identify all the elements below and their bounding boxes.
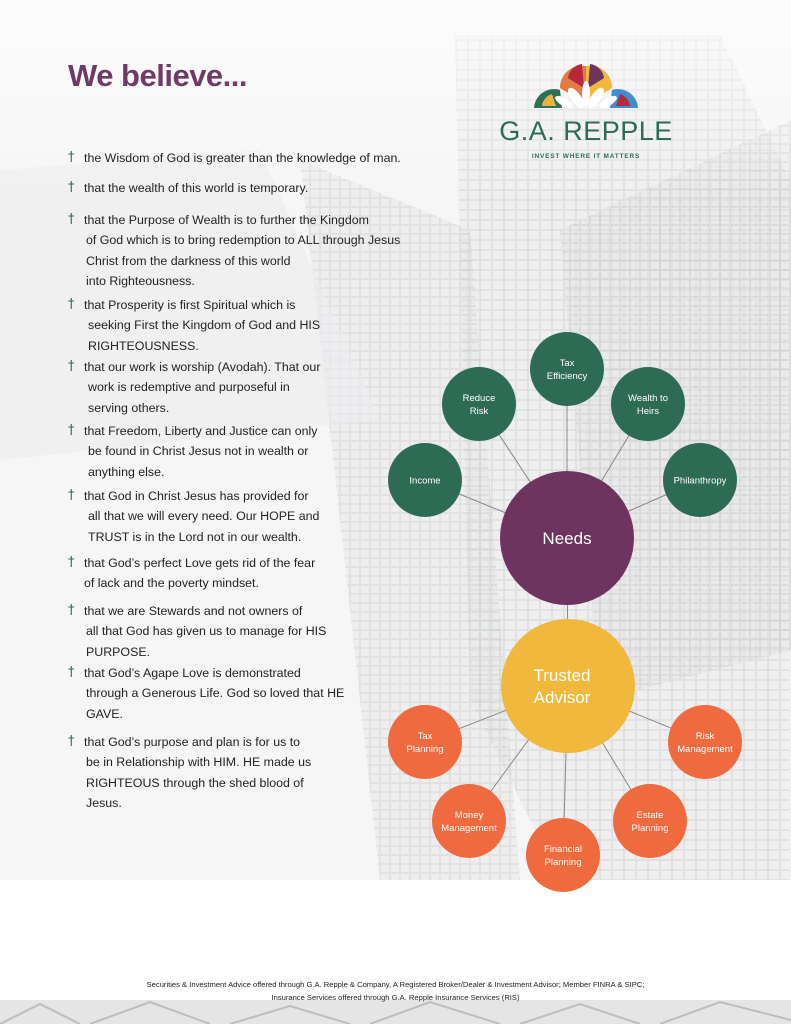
belief-text-line: be found in Christ Jesus not in wealth o… [88,444,309,459]
advisor-node-label: Management [677,744,733,755]
belief-text-line: the Wisdom of God is greater than the kn… [84,151,401,165]
advisor-hub-label: Trusted [533,666,590,685]
needs-node-label: Efficiency [547,371,588,382]
advisor-hub-label: Advisor [534,688,591,707]
dagger-bullet-icon: † [68,359,75,374]
belief-text-line: seeking First the Kingdom of God and HIS [88,318,321,333]
belief-item: † that Prosperity is first Spiritual whic… [68,295,428,356]
needs-node-label: Risk [470,406,489,417]
advisor-node-circle [613,784,687,858]
needs-node-label: Philanthropy [674,475,727,486]
disclaimer-line: Insurance Services offered through G.A. … [271,993,520,1002]
advisor-node-label: Money [455,810,484,821]
logo-tagline: INVEST WHERE IT MATTERS [531,153,641,160]
belief-item: † that God in Christ Jesus has provided f… [68,486,428,547]
advisor-node-circle [526,818,600,892]
needs-node-circle [388,443,462,517]
needs-hub-label: Needs [542,529,591,548]
dagger-bullet-icon: † [68,555,75,570]
advisor-node-label: Planning [632,823,669,834]
belief-text-line: that Prosperity is first Spiritual which… [84,298,296,312]
belief-text-line: RIGHTEOUS through the shed blood of [86,775,304,790]
belief-item: † that Freedom, Liberty and Justice can o… [68,421,428,482]
belief-text-line: that our work is worship (Avodah). That … [84,360,321,374]
belief-text-line: anything else. [88,464,165,479]
advisor-node-circle [432,784,506,858]
company-logo: G.A. REPPLE INVEST WHERE IT MATTERS [470,52,702,170]
needs-node-label: Heirs [637,406,659,417]
belief-text-line: be in Relationship with HIM. HE made us [86,755,312,770]
beliefs-list: † the Wisdom of God is greater than the k… [0,0,440,830]
advisor-node-label: Tax [418,731,433,742]
advisor-node-label: Planning [407,744,444,755]
belief-item: † that God’s perfect Love gets rid of the… [68,553,428,594]
needs-node-label: Income [409,475,440,486]
belief-text-line: GAVE. [86,706,123,721]
belief-text-line: RIGHTEOUSNESS. [88,338,199,353]
advisor-node-circle [388,705,462,779]
belief-text-line: all that we will every need. Our HOPE an… [88,509,320,524]
dagger-bullet-icon: † [68,665,75,680]
needs-node-circle [442,367,516,441]
dagger-bullet-icon: † [68,150,75,165]
belief-text-line: of lack and the poverty mindset. [84,576,259,591]
belief-item: † the Wisdom of God is greater than the k… [68,148,428,168]
belief-item: † that our work is worship (Avodah). That… [68,357,428,418]
belief-item: † that we are Stewards and not owners of a… [68,601,428,662]
belief-text-line: that the wealth of this world is tempora… [84,181,309,195]
advisor-node-label: Management [441,823,497,834]
needs-node-label: Tax [560,358,575,369]
belief-text-line: work is redemptive and purposeful in [88,380,290,395]
belief-item: † that God’s Agape Love is demonstrated th… [68,663,428,724]
advisor-node-label: Estate [637,810,664,821]
needs-node-circle [611,367,685,441]
belief-text-line: that God’s purpose and plan is for us to [84,735,301,749]
dagger-bullet-icon: † [68,734,75,749]
needs-node-label: Reduce [463,393,496,404]
advisor-node-label: Planning [545,857,582,868]
needs-node-circle [530,332,604,406]
needs-node-label: Wealth to [628,393,668,404]
belief-text-line: that God in Christ Jesus has provided fo… [84,489,309,503]
advisor-node-circle [668,705,742,779]
belief-text-line: of God which is to bring redemption to A… [86,233,401,248]
dagger-bullet-icon: † [68,180,75,195]
advisor-hub-circle [501,619,635,753]
dagger-bullet-icon: † [68,297,75,312]
dagger-bullet-icon: † [68,423,75,438]
belief-item: † that God’s purpose and plan is for us t… [68,732,428,813]
logo-fan-mark [534,64,638,109]
page-title: We believe... [68,58,248,93]
belief-text-line: that God’s Agape Love is demonstrated [84,666,301,680]
logo-brand-name: G.A. REPPLE [499,116,673,146]
belief-text-line: Christ from the darkness of this world [86,253,291,268]
belief-text-line: all that God has given us to manage for … [86,624,327,639]
belief-text-line: that God’s perfect Love gets rid of the … [84,556,316,570]
dagger-bullet-icon: † [68,212,75,227]
disclaimer-line: Securities & Investment Advice offered t… [146,980,645,989]
belief-item: † that the wealth of this world is tempor… [68,178,428,198]
belief-text-line: Jesus. [86,795,122,810]
belief-text-line: through a Generous Life. God so loved th… [86,686,345,701]
belief-text-line: PURPOSE. [86,644,151,659]
belief-text-line: TRUST is in the Lord not in our wealth. [88,529,302,544]
dagger-bullet-icon: † [68,488,75,503]
belief-text-line: that the Purpose of Wealth is to further… [84,213,369,227]
bottom-building-strip [0,1000,791,1024]
needs-hub-circle [500,471,634,605]
belief-item: † that the Purpose of Wealth is to furthe… [68,210,428,291]
belief-text-line: that Freedom, Liberty and Justice can on… [84,424,318,438]
footer-disclaimer: Securities & Investment Advice offered t… [0,978,791,1004]
belief-text-line: serving others. [88,400,170,415]
belief-text-line: that we are Stewards and not owners of [84,604,303,618]
dagger-bullet-icon: † [68,603,75,618]
advisor-node-label: Financial [544,844,582,855]
needs-node-circle [663,443,737,517]
advisor-node-label: Risk [696,731,715,742]
belief-text-line: into Righteousness. [86,273,195,288]
